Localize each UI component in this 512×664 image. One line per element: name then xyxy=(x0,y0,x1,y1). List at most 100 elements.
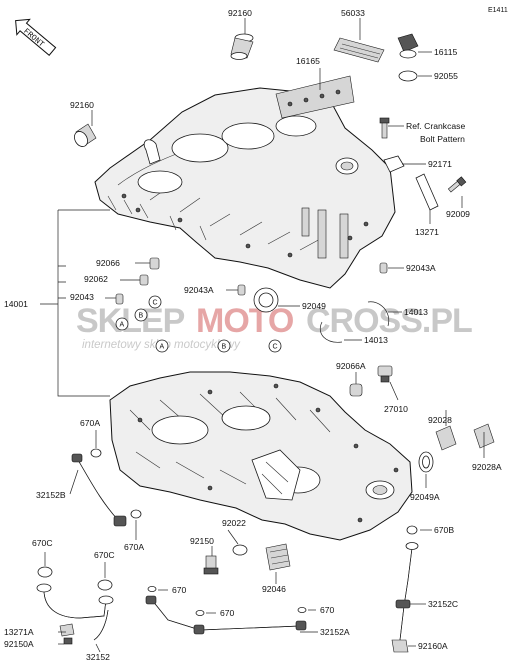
plate-13271 xyxy=(415,173,439,211)
callout-32152B: 32152B xyxy=(36,490,66,500)
dowel-92066 xyxy=(149,257,160,270)
collar-92028 xyxy=(435,425,457,451)
callout-92171: 92171 xyxy=(428,159,452,169)
oil-pipe-32152C xyxy=(395,542,419,641)
callout-14013-b: 14013 xyxy=(364,335,388,345)
ref-marker-c-2: C xyxy=(268,339,282,353)
o-ring-670-1 xyxy=(147,586,157,593)
filter-92160-top xyxy=(230,33,254,60)
oil-filler-cap-16115 xyxy=(397,33,419,59)
callout-670-2: 670 xyxy=(220,608,235,618)
pin-92043 xyxy=(115,293,124,305)
ref-marker-a-2: A xyxy=(155,339,169,353)
svg-text:B: B xyxy=(222,344,227,351)
svg-text:C: C xyxy=(153,300,158,307)
callout-92046: 92046 xyxy=(262,584,286,594)
small-parts xyxy=(36,33,495,653)
callout-92150: 92150 xyxy=(190,536,214,546)
callout-14001: 14001 xyxy=(4,299,28,309)
dowel-92066A xyxy=(349,383,363,397)
svg-text:A: A xyxy=(120,322,125,329)
svg-text:A: A xyxy=(160,344,165,351)
callout-13271A: 13271A xyxy=(4,627,34,637)
oil-seal-92049 xyxy=(253,287,279,313)
callout-92160-top: 92160 xyxy=(228,8,252,18)
ref-markers: A B C A B C xyxy=(115,295,282,353)
leader-lines xyxy=(40,18,485,653)
o-ring-670C-mid xyxy=(97,579,113,591)
callout-92043A-right: 92043A xyxy=(406,263,436,273)
callout-16165: 16165 xyxy=(296,56,320,66)
o-ring-670A-bottom xyxy=(130,509,142,519)
o-ring-670-3 xyxy=(297,607,307,614)
watermark-brand-tld: CROSS.PL xyxy=(306,302,472,340)
o-ring-92055 xyxy=(398,70,418,82)
oil-pipe-32152 xyxy=(36,583,114,641)
callout-92062: 92062 xyxy=(84,274,108,284)
callout-670C-mid: 670C xyxy=(94,550,115,560)
plug-92150 xyxy=(203,555,219,575)
o-ring-670C-left xyxy=(37,566,53,578)
bearing-92046 xyxy=(265,543,291,571)
plug-92150A xyxy=(63,637,73,645)
screw-92009 xyxy=(447,176,467,193)
callout-670B: 670B xyxy=(434,525,454,535)
ref-marker-b-2: B xyxy=(217,339,231,353)
front-arrow-icon: FRONT xyxy=(15,18,57,56)
callout-92009: 92009 xyxy=(446,209,470,219)
crankcase-bolt xyxy=(379,117,390,139)
watermark-brand-right: MOTO xyxy=(196,302,294,340)
callout-670-3: 670 xyxy=(320,605,335,615)
ref-marker-c: C xyxy=(148,295,162,309)
filter-92160A xyxy=(391,639,409,653)
oil-seal-92049A xyxy=(418,451,434,473)
upper-crankcase xyxy=(94,87,396,289)
callout-92028: 92028 xyxy=(428,415,452,425)
plate-16165 xyxy=(275,75,355,119)
callout-92028A: 92028A xyxy=(472,462,502,472)
label-sticker-56033 xyxy=(333,37,385,63)
watermark: SKLEP MOTO CROSS.PL internetowy sklep mo… xyxy=(76,302,473,351)
callout-670C-left: 670C xyxy=(32,538,53,548)
callout-92150A: 92150A xyxy=(4,639,34,649)
clamp-92171 xyxy=(383,155,405,173)
callout-32152C: 32152C xyxy=(428,599,458,609)
svg-text:C: C xyxy=(273,344,278,351)
callout-32152A: 32152A xyxy=(320,627,350,637)
callout-670A-bottom: 670A xyxy=(124,542,144,552)
ref-marker-a: A xyxy=(115,317,129,331)
o-ring-670A-left xyxy=(90,448,102,458)
half-ring-14013-b xyxy=(319,321,343,343)
callout-ref-line2: Bolt Pattern xyxy=(420,134,465,144)
half-ring-14013-a xyxy=(367,301,390,327)
o-ring-670-2 xyxy=(195,610,205,617)
callout-92043A-mid: 92043A xyxy=(184,285,214,295)
callout-670-1: 670 xyxy=(172,585,187,595)
watermark-brand-left: SKLEP xyxy=(76,302,185,340)
callout-32152: 32152 xyxy=(86,652,110,662)
callout-92066: 92066 xyxy=(96,258,120,268)
callout-56033: 56033 xyxy=(341,8,365,18)
washer-92022 xyxy=(232,544,248,556)
callout-92043: 92043 xyxy=(70,292,94,302)
callout-92066A: 92066A xyxy=(336,361,366,371)
callout-92055: 92055 xyxy=(434,71,458,81)
oil-pipe-32152A xyxy=(145,595,307,635)
callout-13271: 13271 xyxy=(415,227,439,237)
o-ring-670B xyxy=(406,525,418,535)
callout-14013-a: 14013 xyxy=(404,307,428,317)
ref-marker-b: B xyxy=(134,308,148,322)
callout-16115: 16115 xyxy=(434,47,457,57)
callout-labels: 92160 56033 16115 92055 16165 92160 Ref.… xyxy=(4,8,502,662)
pin-92043A-right xyxy=(379,262,388,274)
callout-92160-left: 92160 xyxy=(70,100,94,110)
callout-ref-line1: Ref. Crankcase xyxy=(406,121,465,131)
callout-92022: 92022 xyxy=(222,518,246,528)
filter-92160-left xyxy=(74,123,97,147)
diagram-code: E1411 xyxy=(488,7,508,14)
callout-92049A: 92049A xyxy=(410,492,440,502)
callout-27010: 27010 xyxy=(384,404,408,414)
callout-92049: 92049 xyxy=(302,301,326,311)
pin-92043A-mid xyxy=(237,284,246,296)
